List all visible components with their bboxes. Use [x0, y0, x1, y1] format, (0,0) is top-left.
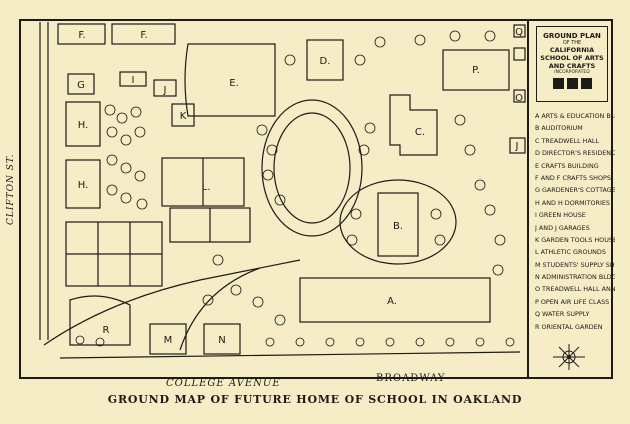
label-m: M — [164, 335, 173, 346]
title-box: GROUND PLAN OF THE CALIFORNIA SCHOOL OF … — [536, 26, 608, 102]
street-broadway: BROADWAY — [376, 373, 446, 384]
building-o-small — [513, 47, 526, 61]
building-d — [306, 39, 344, 81]
building-k — [171, 103, 195, 127]
label-r: R — [103, 325, 110, 336]
building-c — [389, 94, 438, 156]
legend-item: F AND F CRAFTS SHOPS — [535, 173, 611, 182]
seal-icon — [566, 78, 578, 89]
label-e: E. — [229, 78, 239, 89]
building-q — [513, 24, 526, 38]
central-garden — [261, 99, 363, 237]
label-j2: J — [515, 141, 519, 152]
label-i: I — [132, 75, 135, 86]
legend-item: N ADMINISTRATION BLDG. — [535, 273, 615, 282]
label-h1: H. — [78, 120, 89, 131]
label-j1: J — [163, 85, 167, 96]
legend-item: D DIRECTOR'S RESIDENCE — [535, 149, 615, 158]
building-m — [149, 323, 187, 355]
seal-icon — [552, 78, 564, 89]
label-o: O — [515, 93, 523, 104]
auditorium-grounds — [339, 179, 457, 265]
label-a: A. — [387, 296, 397, 307]
title-of-the: OF THE — [562, 40, 582, 46]
legend-item: L ATHLETIC GROUNDS — [535, 248, 606, 257]
building-i — [119, 71, 147, 87]
label-p: P. — [472, 65, 480, 76]
map-caption: GROUND MAP OF FUTURE HOME OF SCHOOL IN O… — [107, 393, 523, 406]
tree-clusters — [75, 30, 515, 347]
dormitory-h2 — [65, 159, 101, 209]
building-a — [299, 277, 491, 323]
legend-item: B AUDITORIUM — [535, 124, 583, 133]
label-k: K — [180, 111, 187, 122]
oriental-garden — [69, 295, 131, 346]
legend-item: C TREADWELL HALL — [535, 136, 599, 145]
building-e — [184, 43, 276, 117]
dormitory-h1 — [65, 101, 101, 147]
legend-item: I GREEN HOUSE — [535, 211, 586, 220]
building-f2 — [111, 23, 176, 45]
label-q: Q — [515, 27, 523, 38]
building-n — [203, 323, 241, 355]
label-l: L. — [202, 182, 211, 193]
legend-item: K GARDEN TOOLS HOUSE — [535, 235, 615, 244]
label-b: B. — [393, 221, 403, 232]
building-j-right — [509, 137, 526, 154]
legend-item: J AND J GARAGES — [535, 223, 590, 232]
legend-item: E CRAFTS BUILDING — [535, 161, 599, 170]
street-college-avenue: COLLEGE AVENUE — [166, 378, 281, 389]
seal-icon — [580, 78, 592, 89]
legend-item: H AND H DORMITORIES — [535, 198, 610, 207]
building-b — [377, 192, 419, 257]
label-f2: F. — [140, 30, 147, 41]
compass-rose-icon — [553, 344, 585, 370]
legend-panel: GROUND PLAN OF THE CALIFORNIA SCHOOL OF … — [527, 20, 615, 378]
label-g: G — [77, 80, 85, 91]
central-garden-inner — [273, 112, 351, 224]
legend-item: R ORIENTAL GARDEN — [535, 322, 603, 331]
legend-item: P OPEN AIR LIFE CLASS — [535, 297, 610, 306]
building-p — [442, 49, 510, 91]
label-n: N — [218, 335, 225, 346]
building-o — [513, 89, 526, 103]
legend-item: A ARTS & EDUCATION BLDG. — [535, 112, 615, 120]
curved-drive — [43, 259, 301, 346]
legend-list: A ARTS & EDUCATION BLDG. B AUDITORIUM C … — [535, 110, 615, 333]
legend-item: Q WATER SUPPLY — [535, 310, 590, 319]
map-frame — [19, 19, 613, 379]
label-c: C. — [415, 127, 425, 138]
label-d: D. — [320, 56, 331, 67]
label-h2: H. — [78, 180, 89, 191]
legend-item: G GARDENER'S COTTAGE — [535, 186, 615, 195]
building-g — [67, 73, 95, 95]
front-walk — [59, 351, 521, 359]
street-clifton: CLIFTON ST. — [6, 153, 16, 226]
title-school-name: CALIFORNIA SCHOOL OF ARTS AND CRAFTS — [540, 46, 604, 70]
seal-row — [537, 78, 607, 89]
building-j-left — [153, 79, 177, 97]
title-incorporated: INCORPORATED — [554, 70, 590, 75]
legend-item: O TREADWELL HALL ANNEX — [535, 285, 615, 294]
building-f1 — [57, 23, 106, 45]
inner-drive — [179, 267, 261, 351]
title-ground-plan: GROUND PLAN — [543, 32, 601, 40]
label-f1: F. — [78, 30, 85, 41]
legend-item: M STUDENTS' SUPPLY SHOP — [535, 260, 615, 269]
